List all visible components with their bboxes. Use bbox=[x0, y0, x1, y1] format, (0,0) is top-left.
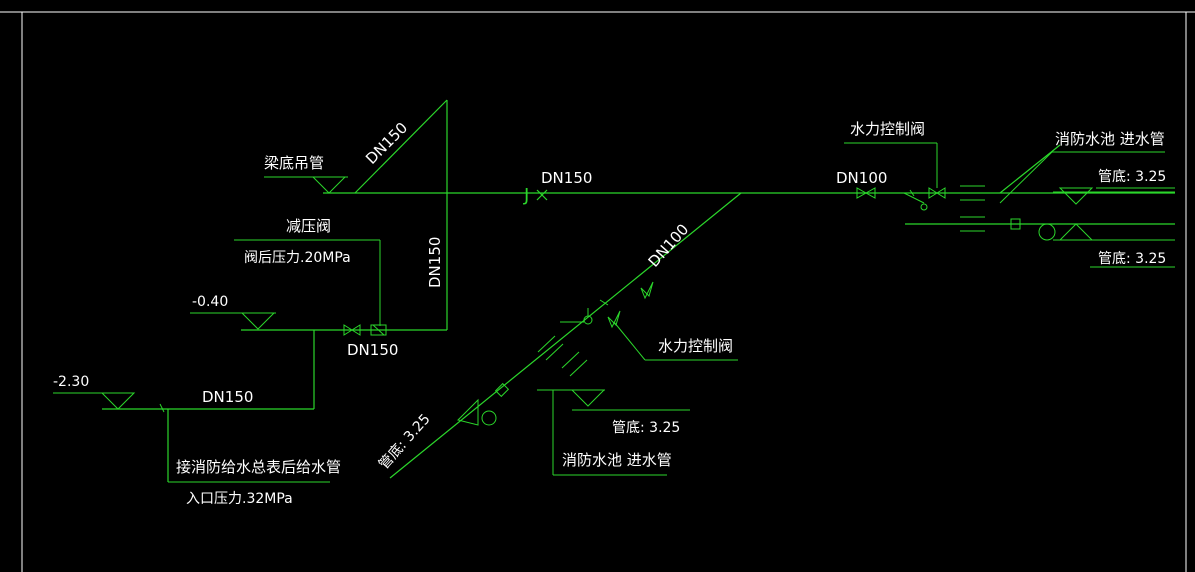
gate-valve-icon bbox=[343, 324, 361, 336]
gate-valve-right-icon bbox=[856, 187, 876, 199]
branch-float-valve-icon bbox=[494, 382, 510, 398]
float-dot-icon bbox=[920, 203, 928, 211]
label-lower-dn150: DN150 bbox=[347, 341, 398, 359]
label-level-neg230: -2.30 bbox=[53, 374, 89, 390]
right-riser bbox=[999, 144, 1061, 194]
branch-valve-upper-icon bbox=[640, 281, 654, 300]
label-inlet-title: 接消防给水总表后给水管 bbox=[176, 458, 341, 476]
level-markers bbox=[100, 176, 1094, 426]
label-prv-pressure: 阀后压力.20MPa bbox=[244, 250, 351, 266]
level-triangle-r2 bbox=[1058, 223, 1094, 241]
drawing-frame bbox=[0, 11, 1195, 572]
branch-float-ball-icon bbox=[481, 410, 497, 426]
label-bottom-dn150: DN150 bbox=[202, 388, 253, 406]
pipe-mark-j: J bbox=[523, 185, 529, 206]
label-pool-inlet-right: 消防水池 进水管 bbox=[1055, 130, 1165, 148]
prv-icon bbox=[370, 324, 387, 336]
pipe-mark-x-icon bbox=[536, 189, 548, 201]
branch-valve-hcv-icon bbox=[607, 310, 621, 329]
level-triangle-left bbox=[457, 398, 479, 426]
float-valve-right-icon bbox=[1010, 218, 1021, 230]
label-pipe-bottom-r1: 管底: 3.25 bbox=[1098, 169, 1166, 185]
level-triangle-neg230 bbox=[100, 392, 136, 410]
level-triangle-beam bbox=[311, 176, 347, 194]
label-branch-dn100: DN100 bbox=[645, 220, 693, 270]
label-hcv-right: 水力控制阀 bbox=[850, 120, 925, 138]
branch-pipe bbox=[389, 192, 742, 479]
label-pipe-bottom-r2: 管底: 3.25 bbox=[1098, 251, 1166, 267]
label-pipe-bottom-left: 管底: 3.25 bbox=[376, 411, 434, 472]
label-riser-dn150: DN150 bbox=[426, 237, 444, 288]
label-inlet-pressure: 入口压力.32MPa bbox=[186, 491, 293, 507]
level-triangle-mid bbox=[570, 389, 606, 407]
label-beam-pipe: 梁底吊管 bbox=[264, 154, 324, 172]
label-level-neg040: -0.40 bbox=[192, 294, 228, 310]
float-ball-right-icon bbox=[1038, 223, 1056, 241]
label-prv-title: 减压阀 bbox=[286, 217, 331, 235]
label-pool-inlet-mid: 消防水池 进水管 bbox=[562, 451, 672, 469]
diag-pipe bbox=[354, 99, 448, 194]
label-main-dn150: DN150 bbox=[541, 169, 592, 187]
level-triangle-r1 bbox=[1058, 187, 1094, 205]
label-pipe-bottom-mid: 管底: 3.25 bbox=[612, 420, 680, 436]
label-hcv-mid: 水力控制阀 bbox=[658, 337, 733, 355]
valve-symbols bbox=[159, 185, 1056, 426]
level-triangle-neg040 bbox=[240, 312, 276, 330]
hcv-right-icon bbox=[928, 187, 946, 199]
label-right-dn100: DN100 bbox=[836, 169, 887, 187]
